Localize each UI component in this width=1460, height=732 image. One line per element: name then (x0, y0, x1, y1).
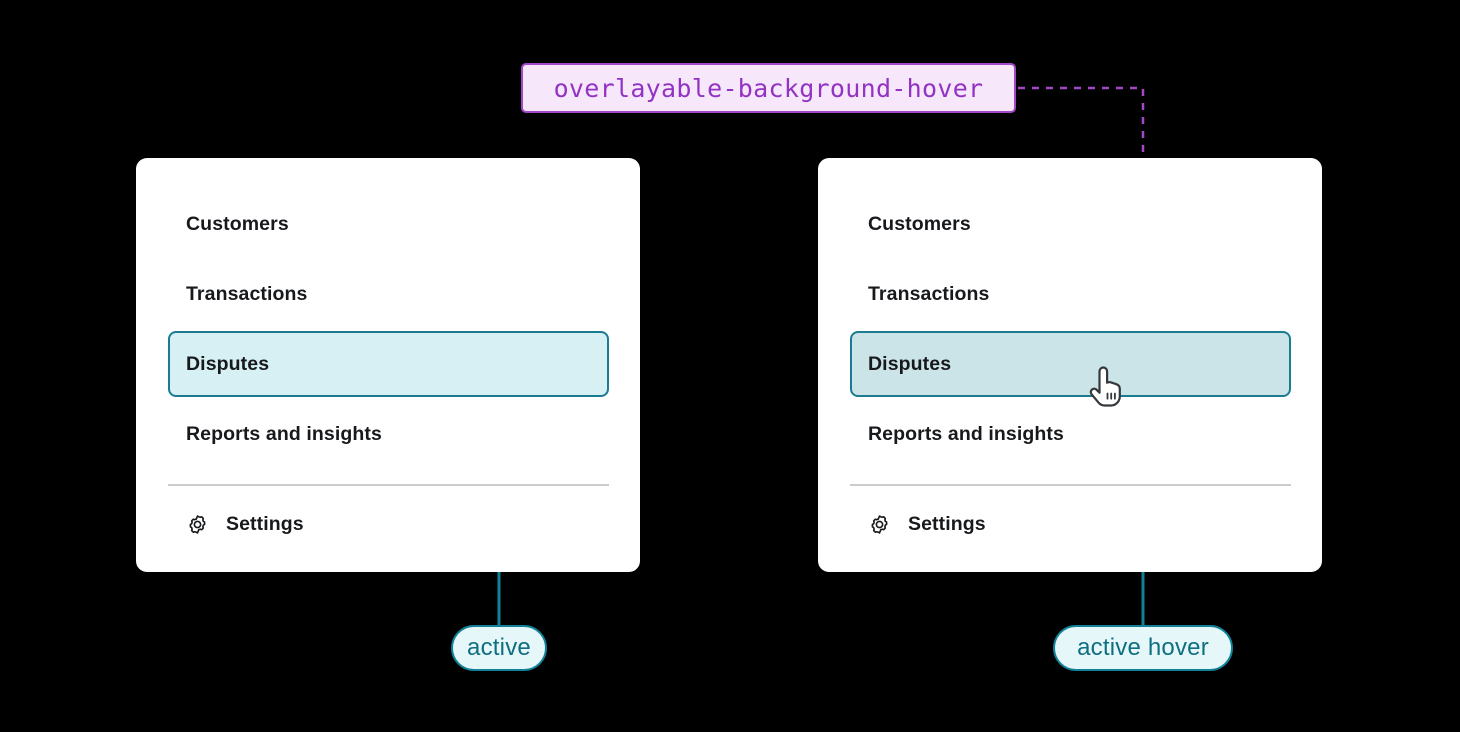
menu-divider (850, 484, 1291, 486)
nav-item-label: Reports and insights (868, 422, 1064, 445)
nav-item-label: Customers (868, 212, 971, 235)
card-active: Customers Transactions Disputes Reports … (136, 158, 640, 572)
nav-menu-active: Customers Transactions Disputes Reports … (168, 204, 609, 544)
callout-pill-active: active (451, 625, 547, 671)
nav-item-label: Disputes (868, 352, 952, 375)
nav-item-label: Settings (226, 512, 304, 535)
nav-item-disputes[interactable]: Disputes (850, 331, 1291, 397)
callout-pill-label: active (467, 634, 531, 661)
nav-item-customers[interactable]: Customers (850, 204, 1291, 244)
callout-pill-label: active hover (1077, 634, 1209, 661)
nav-item-label: Customers (186, 212, 289, 235)
design-token-name: overlayable-background-hover (553, 73, 984, 103)
nav-item-label: Transactions (868, 282, 990, 305)
callout-pill-active-hover: active hover (1053, 625, 1233, 671)
nav-item-transactions[interactable]: Transactions (850, 274, 1291, 314)
nav-item-reports-and-insights[interactable]: Reports and insights (168, 414, 609, 454)
nav-item-settings[interactable]: Settings (850, 504, 1291, 544)
gear-icon (189, 514, 206, 534)
gear-icon (871, 514, 888, 534)
card-active-hover: Customers Transactions Disputes Reports … (818, 158, 1322, 572)
nav-item-label: Transactions (186, 282, 308, 305)
nav-item-reports-and-insights[interactable]: Reports and insights (850, 414, 1291, 454)
nav-item-disputes[interactable]: Disputes (168, 331, 609, 397)
nav-item-label: Reports and insights (186, 422, 382, 445)
nav-menu-active-hover: Customers Transactions Disputes Reports … (850, 204, 1291, 544)
menu-divider (168, 484, 609, 486)
design-token-chip: overlayable-background-hover (521, 63, 1016, 113)
nav-item-settings[interactable]: Settings (168, 504, 609, 544)
nav-item-label: Settings (908, 512, 986, 535)
nav-item-transactions[interactable]: Transactions (168, 274, 609, 314)
nav-item-customers[interactable]: Customers (168, 204, 609, 244)
nav-item-label: Disputes (186, 352, 270, 375)
